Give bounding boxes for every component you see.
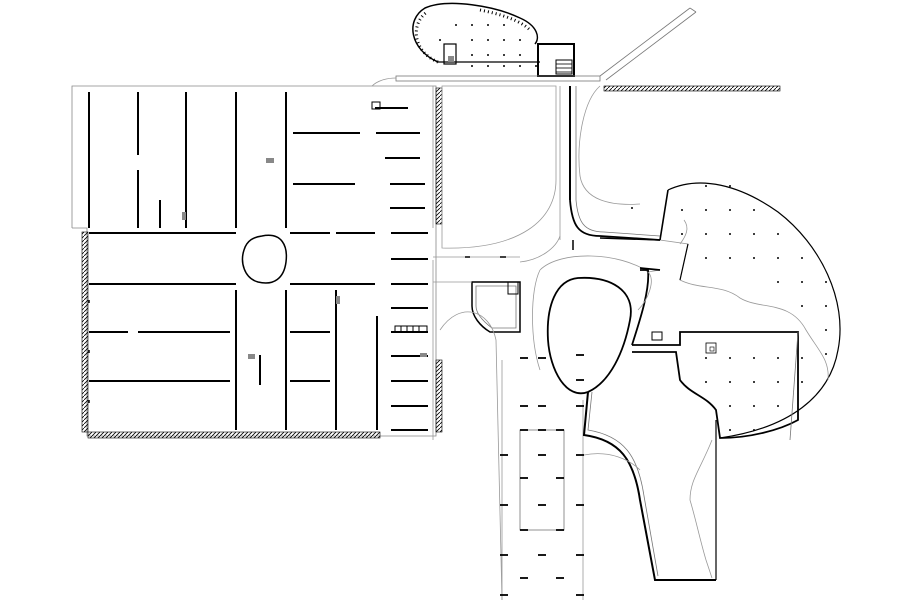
southeast-wing (582, 391, 717, 581)
pavilion-curved-wall (412, 2, 539, 63)
central-lobby (433, 255, 661, 601)
cross-aisle-walls (89, 232, 428, 285)
east-corridor (519, 85, 661, 263)
north-pavilion (371, 2, 781, 92)
lower-stalls (89, 307, 428, 431)
parking-outer-boundary (71, 85, 437, 437)
connector-lines (432, 237, 661, 440)
east-hatched-wall-lower (435, 359, 443, 433)
gray-core-markers (182, 158, 427, 359)
central-roundabout (241, 234, 288, 284)
oval-courtyard (532, 267, 661, 395)
west-hatched-wall (81, 231, 89, 433)
upper-right-stalls (293, 107, 425, 209)
bike-rack (394, 325, 428, 333)
south-hatched-wall (87, 431, 381, 439)
lower-bay-dividers (235, 290, 378, 430)
south-drive (500, 354, 584, 600)
central-courtyard (432, 85, 561, 258)
east-hatched-wall-upper (435, 87, 443, 225)
upper-bay-dividers (88, 92, 287, 228)
main-parking-block (71, 85, 443, 439)
east-garden (631, 182, 841, 441)
small-room (371, 101, 381, 110)
